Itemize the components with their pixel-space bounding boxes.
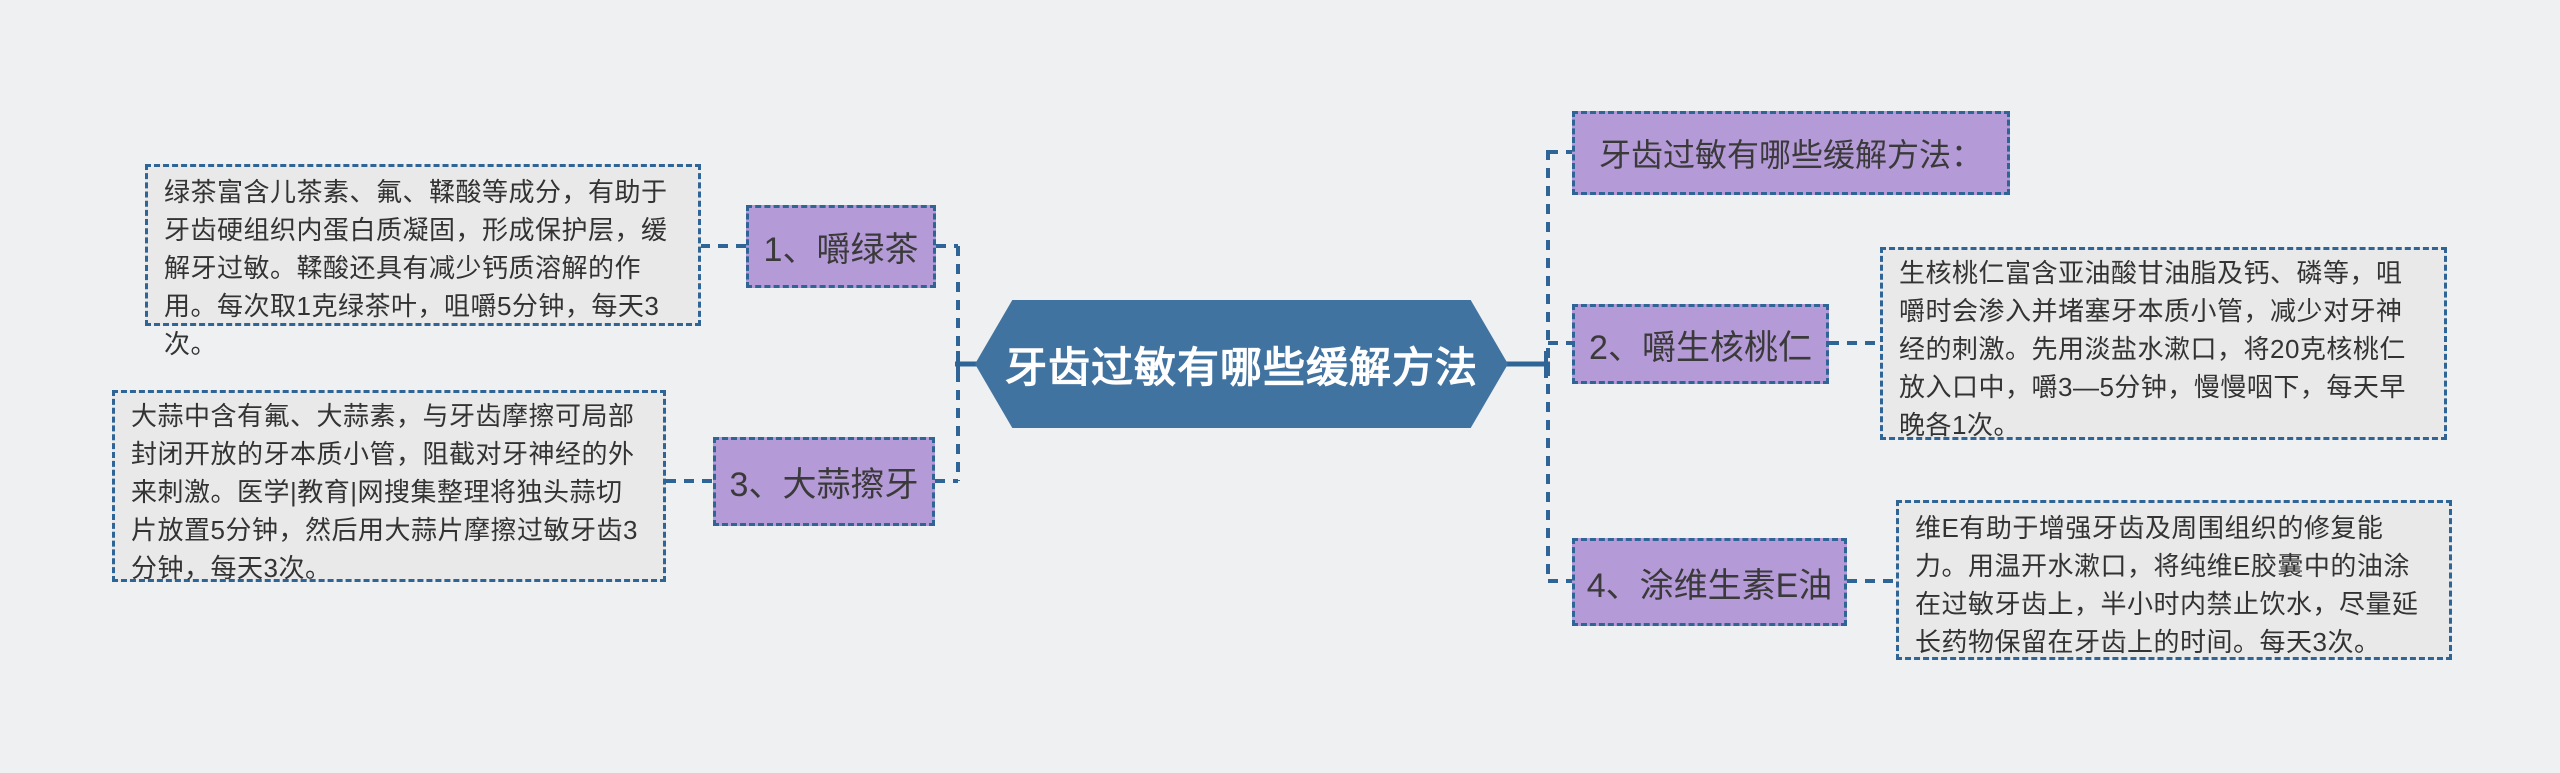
node-vitamin-e-oil[interactable]: 4、涂维生素E油: [1572, 538, 1847, 626]
detail-green-tea[interactable]: 绿茶富含儿茶素、氟、鞣酸等成分，有助于牙齿硬组织内蛋白质凝固，形成保护层，缓解牙…: [145, 164, 701, 359]
detail-chew-walnut[interactable]: 生核桃仁富含亚油酸甘油脂及钙、磷等，咀嚼时会渗入并堵塞牙本质小管，减少对牙神经的…: [1880, 247, 2447, 440]
central-topic-node[interactable]: 牙齿过敏有哪些缓解方法: [975, 300, 1508, 428]
branch-header-node[interactable]: 牙齿过敏有哪些缓解方法：: [1572, 111, 2010, 195]
detail-vitamin-e-oil[interactable]: 维E有助于增强牙齿及周围组织的修复能力。用温开水漱口，将纯维E胶囊中的油涂在过敏…: [1896, 500, 2452, 660]
node-chew-green-tea[interactable]: 1、嚼绿茶: [746, 205, 936, 288]
node-garlic-rub[interactable]: 3、大蒜擦牙: [713, 437, 935, 526]
detail-garlic-rub[interactable]: 大蒜中含有氟、大蒜素，与牙齿摩擦可局部封闭开放的牙本质小管，阻截对牙神经的外来刺…: [112, 390, 666, 583]
node-chew-walnut[interactable]: 2、嚼生核桃仁: [1572, 304, 1829, 384]
